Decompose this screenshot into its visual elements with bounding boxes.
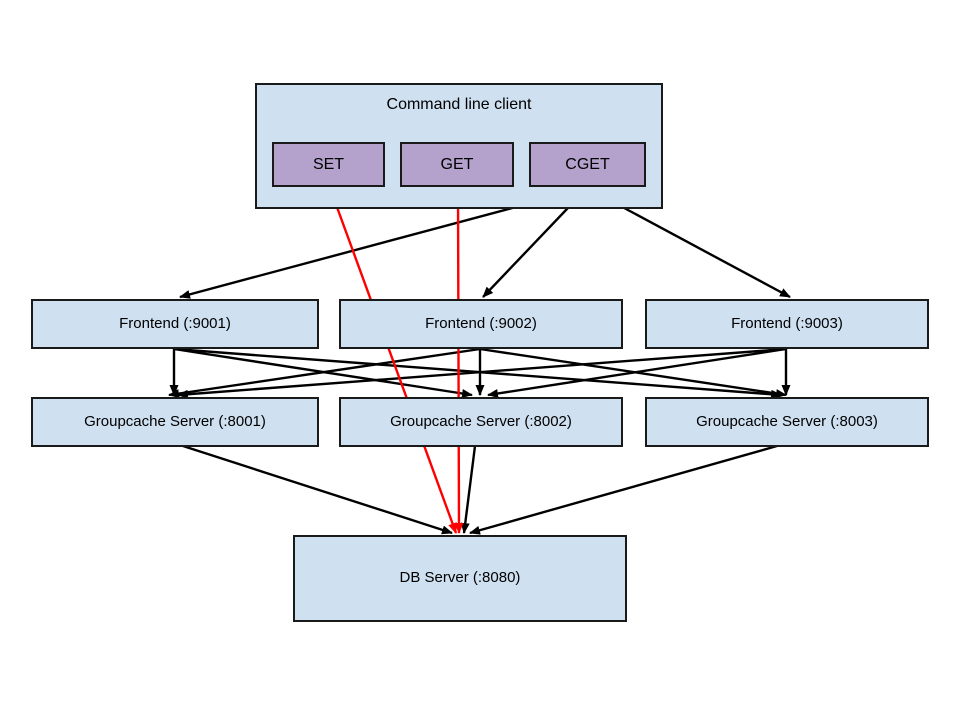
edge-frontend-9003-to-groupcache-8001 xyxy=(177,347,787,399)
node-db-server-8080[interactable]: DB Server (:8080) xyxy=(293,535,627,622)
node-groupcache-server-8001[interactable]: Groupcache Server (:8001) xyxy=(31,397,319,447)
edge-get-to-db xyxy=(454,187,464,534)
command-button-get[interactable]: GET xyxy=(400,142,514,187)
edge-frontend-9002-to-groupcache-8001 xyxy=(168,347,481,398)
frontend-9003-label: Frontend (:9003) xyxy=(731,314,843,332)
groupcache-server-8003-label: Groupcache Server (:8003) xyxy=(696,412,878,430)
edge-set-to-db xyxy=(328,187,458,534)
edge-group-groupcache-to-db xyxy=(182,444,778,535)
node-groupcache-server-8002[interactable]: Groupcache Server (:8002) xyxy=(339,397,623,447)
node-frontend-9002[interactable]: Frontend (:9002) xyxy=(339,299,623,349)
edge-groupcache-8001-to-db xyxy=(182,444,453,535)
node-frontend-9003[interactable]: Frontend (:9003) xyxy=(645,299,929,349)
node-frontend-9001[interactable]: Frontend (:9001) xyxy=(31,299,319,349)
command-button-get-label: GET xyxy=(440,155,474,173)
command-button-cget[interactable]: CGET xyxy=(529,142,646,187)
edge-group-direct-to-db xyxy=(328,187,464,534)
frontend-9002-label: Frontend (:9002) xyxy=(425,314,537,332)
db-server-8080-label: DB Server (:8080) xyxy=(399,569,521,587)
node-groupcache-server-8003[interactable]: Groupcache Server (:8003) xyxy=(645,397,929,447)
groupcache-server-8001-label: Groupcache Server (:8001) xyxy=(84,412,266,430)
edge-group-frontends-to-groupcache xyxy=(168,347,791,399)
command-line-client-label: Command line client xyxy=(386,96,532,113)
groupcache-server-8002-label: Groupcache Server (:8002) xyxy=(390,412,572,430)
edge-groupcache-8003-to-db xyxy=(469,444,778,535)
command-button-cget-label: CGET xyxy=(565,155,610,173)
command-button-set-label: SET xyxy=(312,155,345,173)
frontend-9001-label: Frontend (:9001) xyxy=(119,314,231,332)
command-button-set[interactable]: SET xyxy=(272,142,385,187)
edge-groupcache-8002-to-db xyxy=(460,445,477,534)
edge-frontend-9003-to-groupcache-8002 xyxy=(487,347,787,398)
